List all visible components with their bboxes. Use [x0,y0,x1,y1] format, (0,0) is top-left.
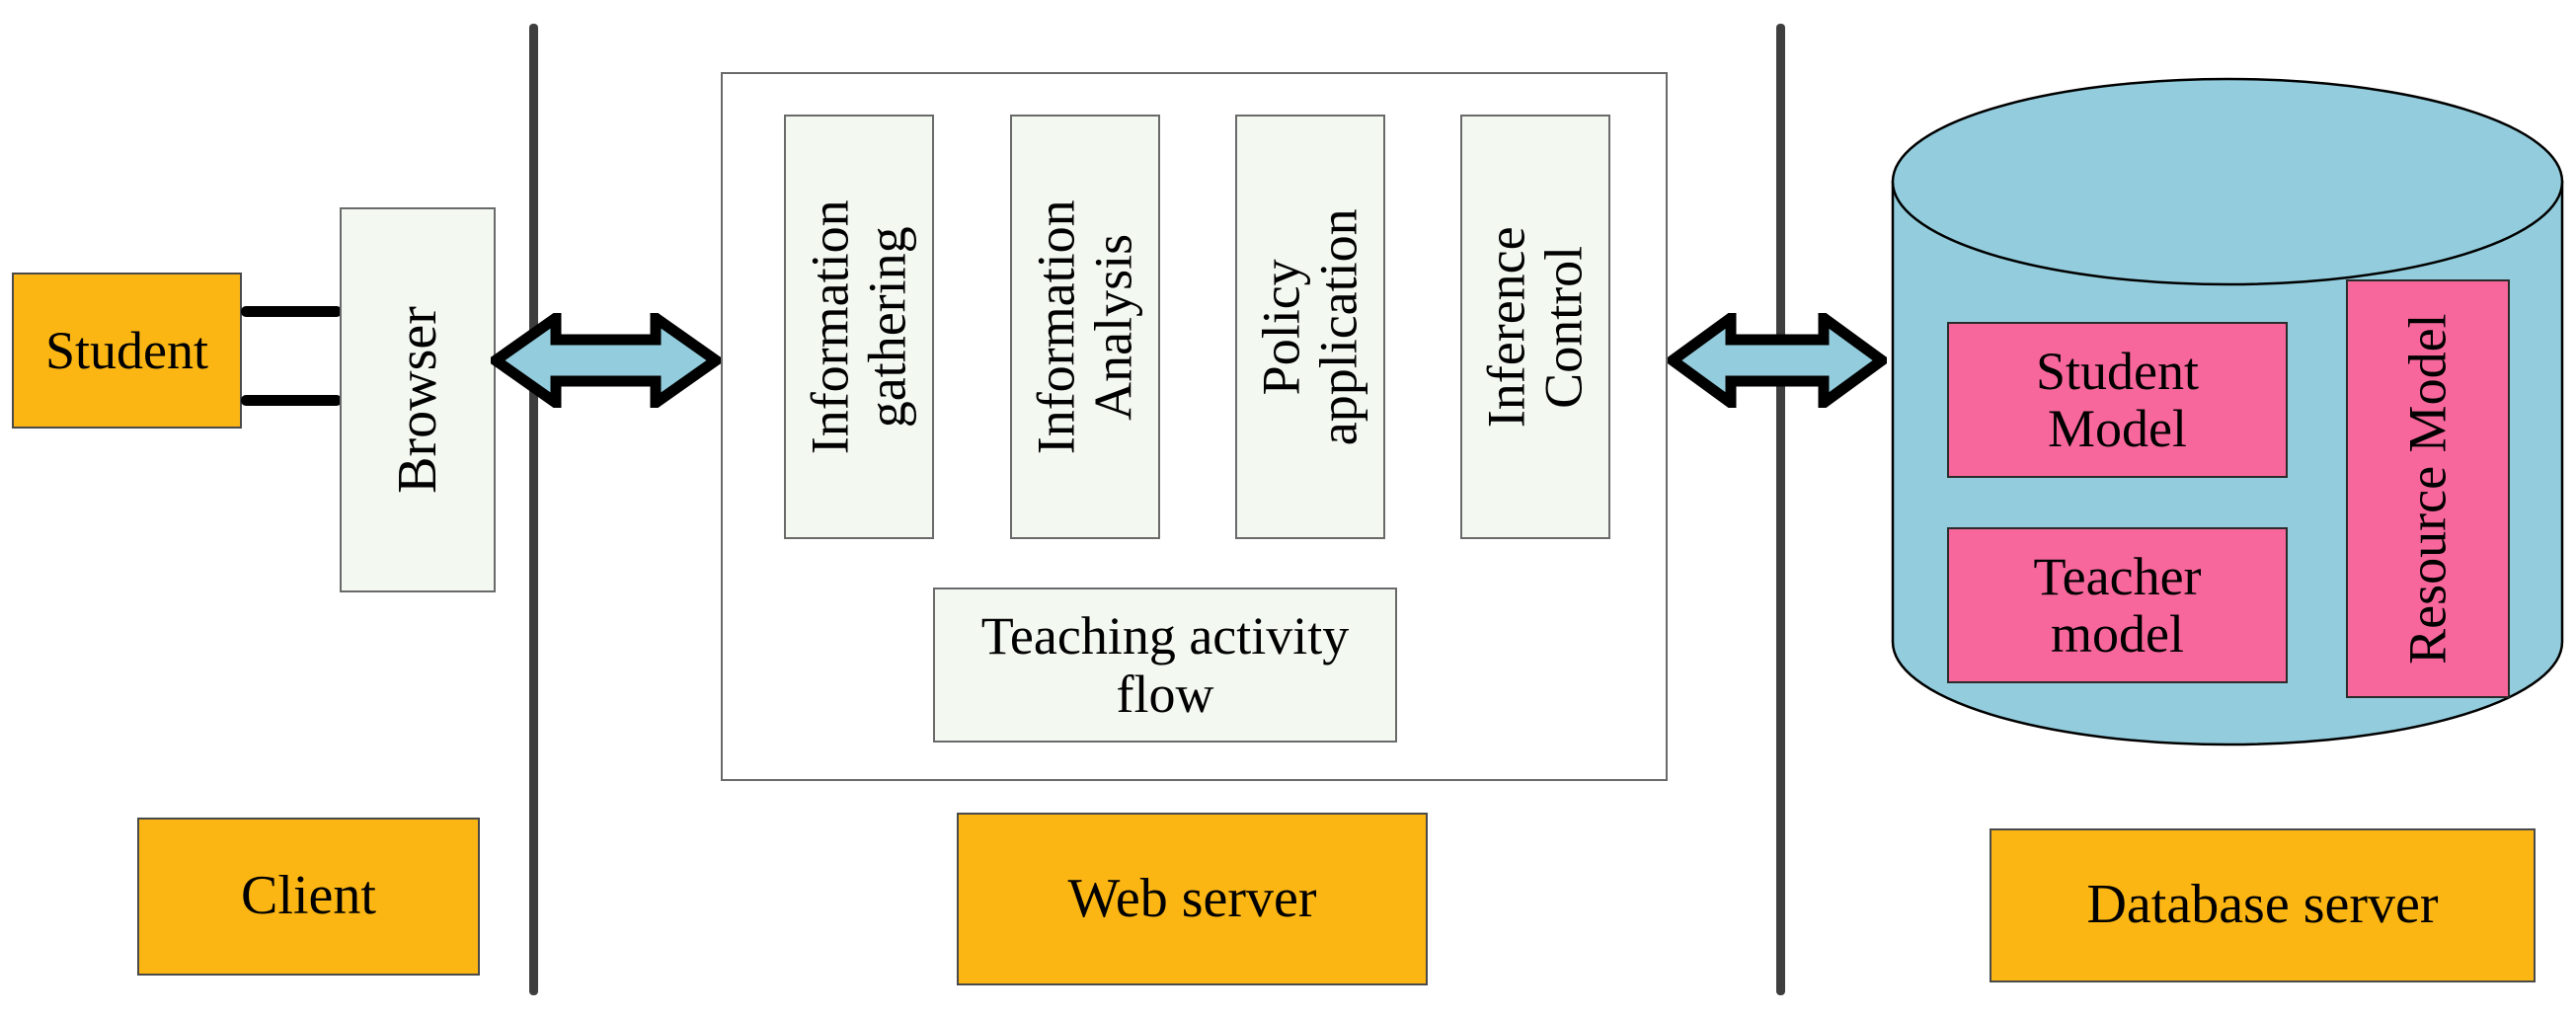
student-model-line1: Student [2035,341,2199,401]
module-policy-application: Policy application [1235,115,1385,539]
module-label-line2: Analysis [1084,233,1143,421]
database-section-label-box: Database server [1990,828,2536,982]
client-section-label: Client [241,865,376,927]
browser-label: Browser [387,306,448,494]
resource-model-label: Resource Model [2397,313,2458,665]
teacher-model-line2: model [2051,604,2184,664]
module-information-gathering: Information gathering [784,115,934,539]
module-information-analysis: Information Analysis [1010,115,1160,539]
webserver-section-label: Web server [1067,867,1317,929]
module-label-line2: gathering [858,226,917,428]
flow-label-line2: flow [1116,664,1214,724]
student-box: Student [12,273,242,429]
teacher-model-box: Teacher model [1947,527,2288,683]
student-model-box: Student Model [1947,322,2288,478]
flow-label-line1: Teaching activity [980,606,1350,666]
webserver-section-label-box: Web server [957,813,1428,985]
webserver-database-arrow-icon [1668,313,1887,408]
module-inference-control: Inference Control [1460,115,1610,539]
module-label-line1: Policy [1251,258,1311,396]
webserver-container [721,72,1668,781]
module-label-line2: application [1309,208,1369,445]
resource-model-box: Resource Model [2346,279,2510,698]
webserver-database-divider [1776,24,1785,995]
client-webserver-arrow-icon [491,313,721,408]
student-label: Student [44,320,208,380]
module-label-line2: Control [1534,245,1595,409]
teacher-model-line1: Teacher [2033,546,2202,606]
client-webserver-divider [529,24,538,995]
student-model-line2: Model [2047,399,2187,458]
student-browser-connector-top [241,306,342,317]
module-label-line1: Information [800,199,860,454]
student-browser-connector-bottom [241,395,342,406]
module-label-line1: Inference [1476,226,1536,428]
database-section-label: Database server [2086,874,2439,936]
teaching-activity-flow-box: Teaching activity flow [933,588,1397,743]
client-section-label-box: Client [137,818,480,976]
module-label-line1: Information [1026,199,1086,454]
browser-box: Browser [340,207,496,592]
